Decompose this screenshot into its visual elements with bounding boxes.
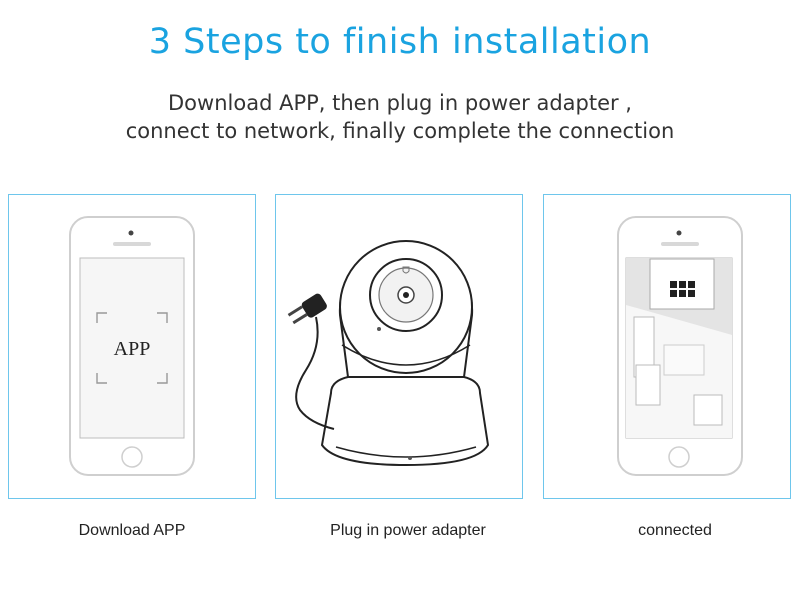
ip-camera-icon — [287, 240, 490, 467]
app-screen-label: APP — [114, 338, 151, 360]
page-title: 3 Steps to finish installation — [148, 22, 652, 62]
caption-connected: connected — [638, 522, 712, 539]
step-panel-connected — [543, 194, 791, 499]
step-panel-download-app: APP — [8, 194, 256, 499]
subtitle-line-1: Download APP, then plug in power adapter… — [168, 91, 632, 115]
smartphone-live-view-icon — [617, 216, 743, 476]
subtitle-line-2: connect to network, finally complete the… — [125, 119, 675, 143]
smartphone-icon: APP — [69, 216, 195, 476]
caption-download-app: Download APP — [78, 522, 186, 539]
caption-plug-adapter: Plug in power adapter — [330, 522, 486, 539]
step-panel-plug-adapter — [275, 194, 523, 499]
